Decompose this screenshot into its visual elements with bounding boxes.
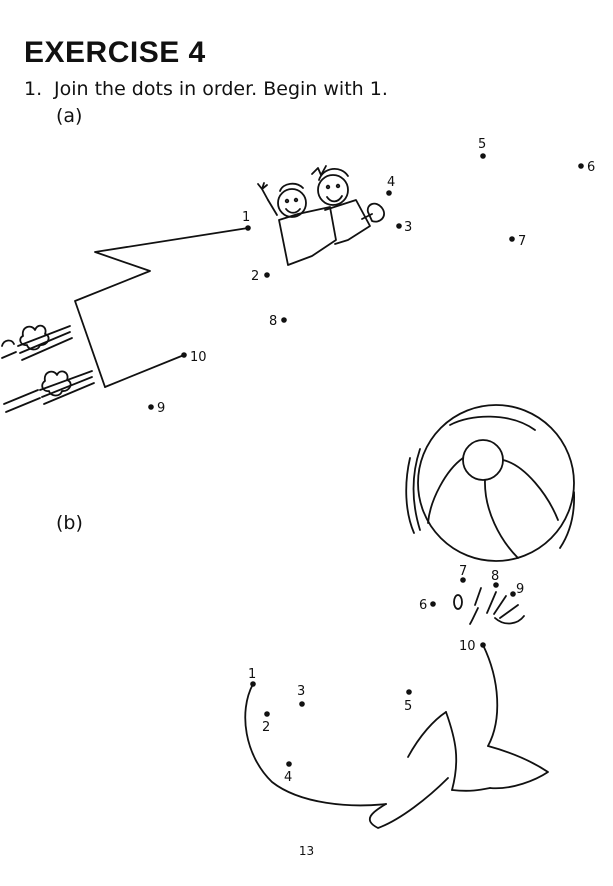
dot-a-7: 7 bbox=[518, 234, 526, 249]
dots-layer bbox=[148, 153, 584, 767]
dot-a-1: 1 bbox=[242, 210, 250, 225]
question-number: 1. bbox=[24, 78, 43, 100]
part-a-label: (a) bbox=[56, 105, 83, 127]
dot-b-9: 9 bbox=[516, 582, 524, 597]
beach-ball bbox=[405, 404, 575, 562]
dot-a-2: 2 bbox=[251, 269, 259, 284]
dot-b-8: 8 bbox=[491, 569, 499, 584]
dot-a-3: 3 bbox=[404, 220, 412, 235]
dot-a-9: 9 bbox=[157, 401, 165, 416]
dot-a-6: 6 bbox=[587, 160, 595, 175]
dot-b-6: 6 bbox=[419, 598, 427, 613]
rocket-drawing bbox=[74, 227, 249, 388]
page-number: 13 bbox=[298, 844, 315, 858]
dot-b-4: 4 bbox=[284, 770, 292, 785]
seal-drawing bbox=[244, 587, 549, 829]
dot-b-2: 2 bbox=[262, 720, 270, 735]
dot-b-3: 3 bbox=[297, 684, 305, 699]
dot-b-7: 7 bbox=[459, 564, 467, 579]
dot-a-4: 4 bbox=[387, 175, 395, 190]
dot-a-5: 5 bbox=[478, 137, 486, 152]
instruction-text: Join the dots in order. Begin with 1. bbox=[54, 78, 388, 100]
part-b-label: (b) bbox=[56, 512, 83, 534]
dot-b-10: 10 bbox=[459, 639, 476, 654]
dot-b-5: 5 bbox=[404, 699, 412, 714]
dot-a-10: 10 bbox=[190, 350, 207, 365]
children-in-rocket bbox=[257, 165, 385, 266]
exercise-title: EXERCISE 4 bbox=[24, 36, 206, 69]
dot-b-1: 1 bbox=[248, 667, 256, 682]
dot-a-8: 8 bbox=[269, 314, 277, 329]
exhaust-trails bbox=[1, 324, 95, 413]
instruction-line: 1. Join the dots in order. Begin with 1. bbox=[24, 78, 388, 100]
